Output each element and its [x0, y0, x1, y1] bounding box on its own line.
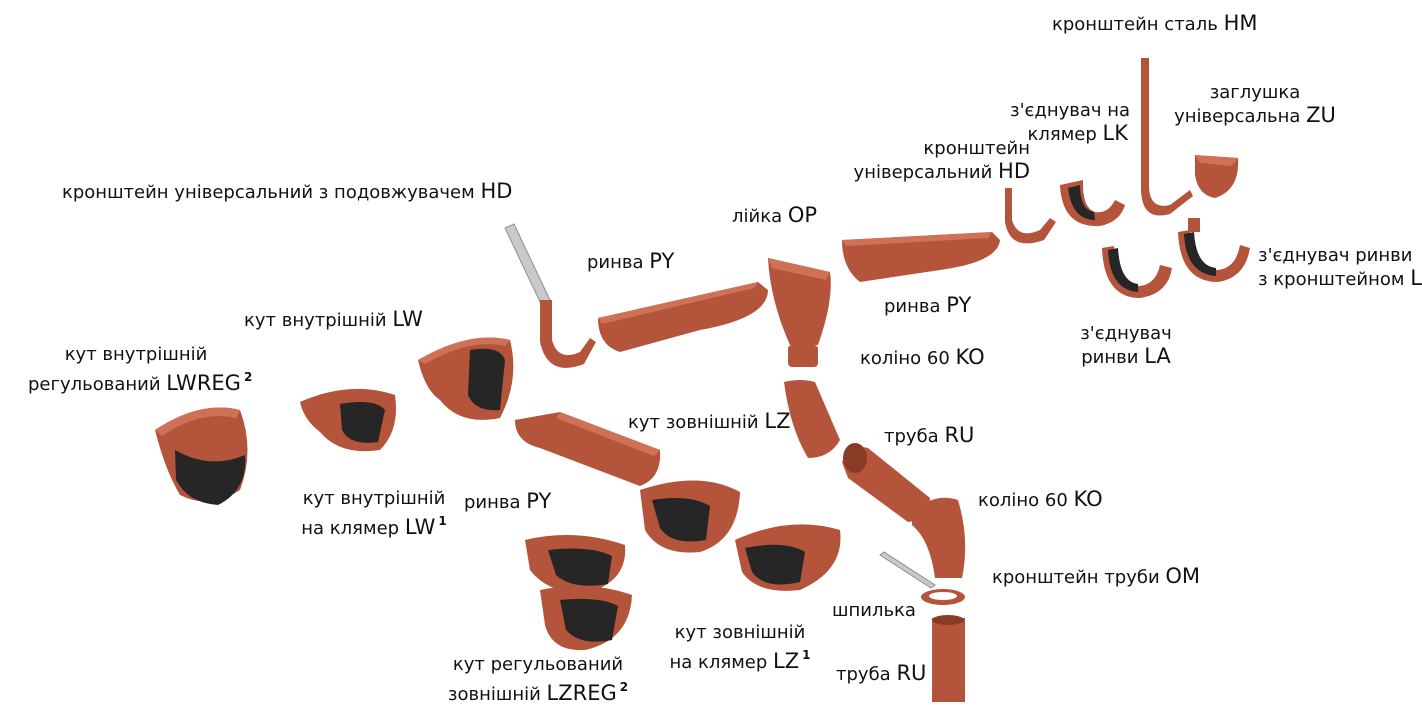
label-pin: шпилька	[832, 600, 916, 622]
label-ru-2-code: RU	[896, 661, 926, 685]
label-lw1-line2: на клямер	[301, 518, 399, 539]
label-hm-text: кронштейн сталь	[1052, 14, 1218, 35]
label-lh-line2: з кронштейном	[1258, 269, 1404, 290]
label-ru-1-text: труба	[884, 426, 939, 447]
label-lh: з'єднувач ринви з кронштейном LH	[1258, 245, 1422, 291]
label-ko-1-code: KO	[956, 345, 985, 369]
label-ko-1: коліно 60 KO	[860, 346, 985, 370]
label-lw1-code: LW	[405, 515, 436, 539]
label-hd-top-code: HD	[998, 159, 1030, 183]
label-py-mid-text: ринва	[464, 492, 521, 513]
label-lw: кут внутрішній LW	[244, 308, 423, 332]
label-ko-2-text: коліно 60	[978, 490, 1068, 511]
label-ko-1-text: коліно 60	[860, 348, 950, 369]
label-lw1-sup: 1	[438, 514, 446, 528]
label-ko-2: коліно 60 KO	[978, 488, 1103, 512]
connector-la	[1102, 246, 1172, 298]
label-lzreg-line1: кут регульований	[440, 654, 636, 676]
label-op-code: OP	[788, 203, 817, 227]
label-om-text: кронштейн труби	[992, 567, 1160, 588]
label-lw1-line1: кут внутрішній	[284, 488, 464, 510]
label-pin-text: шпилька	[832, 600, 916, 621]
elbow-ko-2	[912, 498, 965, 578]
label-om: кронштейн труби OM	[992, 565, 1200, 589]
label-py-top-code: PY	[649, 249, 674, 273]
label-zu-line1: заглушка	[1160, 82, 1350, 104]
label-hm-code: HM	[1224, 11, 1258, 35]
label-lz1-sup: 1	[802, 648, 810, 662]
label-zu-code: ZU	[1306, 103, 1336, 127]
label-la-line2: ринви	[1081, 347, 1138, 368]
connector-lh	[1178, 218, 1250, 282]
label-py-mid: ринва PY	[464, 490, 551, 514]
label-zu: заглушка універсальна ZU	[1160, 82, 1350, 128]
outlet-op	[768, 258, 831, 367]
label-om-code: OM	[1165, 564, 1200, 588]
label-ru-1: труба RU	[884, 424, 974, 448]
outer-angle-lz1	[735, 524, 841, 591]
label-lw-text: кут внутрішній	[244, 310, 387, 331]
connector-lk	[1060, 180, 1125, 226]
label-py-right-code: PY	[946, 293, 971, 317]
outer-angle-lzreg	[525, 535, 632, 650]
gutter-py-top	[598, 282, 768, 352]
label-lwreg-line2: регульований	[28, 374, 161, 395]
label-hd-extender-code: HD	[480, 179, 512, 203]
label-lwreg-line1: кут внутрішній	[28, 344, 244, 366]
end-cap-zu	[1195, 155, 1238, 198]
label-py-top-text: ринва	[587, 252, 644, 273]
label-lwreg-code: LWREG	[166, 371, 241, 395]
label-lz-text: кут зовнішній	[628, 412, 759, 433]
label-lz1-line1: кут зовнішній	[660, 622, 820, 644]
label-py-top: ринва PY	[587, 250, 674, 274]
label-lz1: кут зовнішній на клямер LZ1	[660, 622, 820, 674]
label-py-mid-code: PY	[526, 489, 551, 513]
label-lw-code: LW	[392, 307, 423, 331]
label-hd-top-line1: кронштейн	[850, 138, 1030, 160]
bracket-hd-extender	[505, 224, 596, 368]
label-lz1-code: LZ	[773, 649, 799, 673]
label-ru-1-code: RU	[944, 423, 974, 447]
label-ru-2-text: труба	[836, 664, 891, 685]
label-lz1-line2: на клямер	[670, 652, 768, 673]
label-lz: кут зовнішній LZ	[628, 410, 790, 434]
inner-angle-lw	[418, 338, 513, 420]
label-op-text: лійка	[732, 206, 782, 227]
label-lzreg-code: LZREG	[547, 681, 617, 705]
label-hm: кронштейн сталь HM	[1052, 12, 1257, 36]
universal-bracket-hd	[1005, 188, 1056, 243]
label-la-line1: з'єднувач	[1066, 323, 1186, 345]
gutter-py-right	[842, 232, 1000, 282]
label-lzreg-sup: 2	[620, 680, 628, 694]
inner-angle-lw1	[300, 389, 396, 451]
label-lh-line1: з'єднувач ринви	[1258, 245, 1422, 267]
label-lh-code: LH	[1410, 266, 1422, 290]
label-ru-2: труба RU	[836, 662, 926, 686]
pipe-ru-2	[932, 615, 965, 702]
outer-angle-lz	[640, 480, 740, 552]
label-hd-extender-text: кронштейн універсальний з подовжувачем	[62, 182, 475, 203]
label-hd-top: кронштейн універсальний HD	[850, 138, 1030, 184]
label-lk-line1: з'єднувач на	[1010, 100, 1128, 122]
label-la: з'єднувач ринви LA	[1066, 323, 1186, 369]
inner-angle-lwreg	[155, 408, 248, 506]
label-hd-top-line2: універсальний	[854, 162, 993, 183]
label-ko-2-code: KO	[1074, 487, 1103, 511]
label-lk-line2: клямер	[1027, 124, 1096, 145]
label-py-right: ринва PY	[884, 294, 971, 318]
label-op: лійка OP	[732, 204, 817, 228]
label-py-right-text: ринва	[884, 296, 941, 317]
label-lz-code: LZ	[764, 409, 790, 433]
label-lwreg-sup: 2	[244, 370, 252, 384]
elbow-ko-1	[784, 380, 840, 458]
label-lk-code: LK	[1103, 121, 1128, 145]
label-la-code: LA	[1144, 344, 1171, 368]
label-zu-line2: універсальна	[1174, 106, 1300, 127]
label-hd-extender: кронштейн універсальний з подовжувачем H…	[62, 180, 512, 204]
